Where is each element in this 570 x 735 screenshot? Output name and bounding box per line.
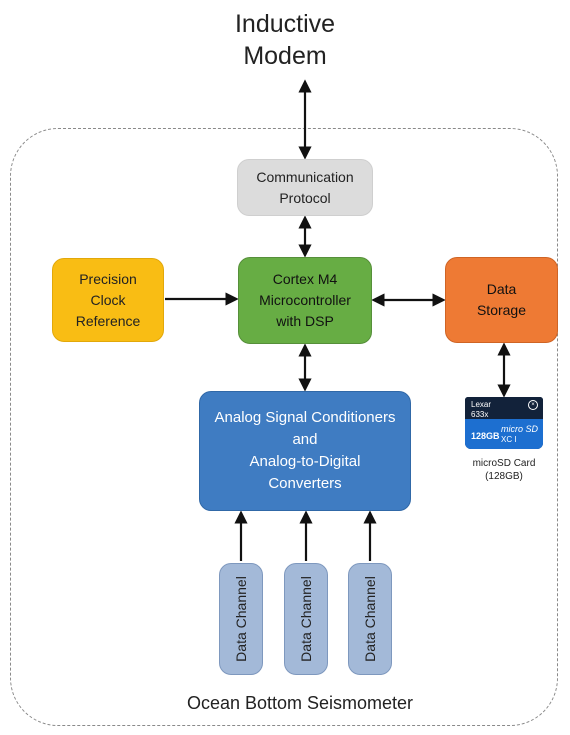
- sd-card-logo: micro SD: [501, 424, 539, 434]
- microcontroller-block: Cortex M4 Microcontroller with DSP: [238, 257, 372, 344]
- communication-protocol-block: Communication Protocol: [237, 159, 373, 216]
- adc-block: Analog Signal Conditioners and Analog-to…: [199, 391, 411, 511]
- system-label: Ocean Bottom Seismometer: [186, 693, 414, 713]
- sd-card-speed: 633x: [471, 410, 489, 419]
- mcu-line-1: Cortex M4: [272, 271, 338, 287]
- communication-line-1: Communication: [256, 168, 354, 185]
- data-channel-3: Data Channel: [348, 563, 392, 675]
- sd-card-blue-band: [465, 419, 543, 449]
- communication-line-2: Protocol: [279, 189, 331, 206]
- title-line-2: Modem: [243, 42, 327, 70]
- data-channel-2: Data Channel: [284, 563, 328, 675]
- data-channel-1-label: Data Channel: [233, 576, 249, 662]
- precision-clock-block: Precision Clock Reference: [52, 258, 164, 342]
- sd-card-class: XC I: [501, 435, 517, 444]
- data-channel-3-label: Data Channel: [362, 576, 378, 662]
- storage-line-2: Storage: [476, 302, 527, 318]
- clock-line-1: Precision: [79, 270, 137, 287]
- microsd-card-image: Lexar 633x × 128GB micro SD XC I: [465, 397, 543, 449]
- seismometer-boundary: [10, 128, 558, 726]
- title-line-1: Inductive: [234, 10, 336, 38]
- mcu-line-2: Microcontroller: [259, 292, 351, 308]
- mcu-line-3: with DSP: [276, 313, 334, 329]
- sd-card-top-band: [465, 397, 543, 419]
- sd-card-capacity: 128GB: [471, 431, 500, 441]
- sd-card-x-icon: ×: [528, 400, 538, 410]
- sd-card-caption-line-2: (128GB): [485, 471, 523, 482]
- sd-card-caption: microSD Card (128GB): [458, 457, 550, 483]
- data-channel-1: Data Channel: [219, 563, 263, 675]
- adc-line-4: Converters: [268, 475, 342, 492]
- storage-line-1: Data: [486, 281, 517, 297]
- adc-line-3: Analog-to-Digital: [249, 453, 361, 470]
- adc-line-1: Analog Signal Conditioners: [214, 409, 396, 426]
- sd-card-caption-line-1: microSD Card: [472, 458, 536, 469]
- data-storage-block: Data Storage: [445, 257, 558, 343]
- diagram-title: Inductive Modem: [200, 8, 370, 72]
- data-channel-2-label: Data Channel: [298, 576, 314, 662]
- adc-line-2: and: [292, 431, 318, 448]
- clock-line-2: Clock: [90, 291, 126, 308]
- clock-line-3: Reference: [75, 312, 141, 329]
- sd-card-brand: Lexar: [471, 400, 492, 409]
